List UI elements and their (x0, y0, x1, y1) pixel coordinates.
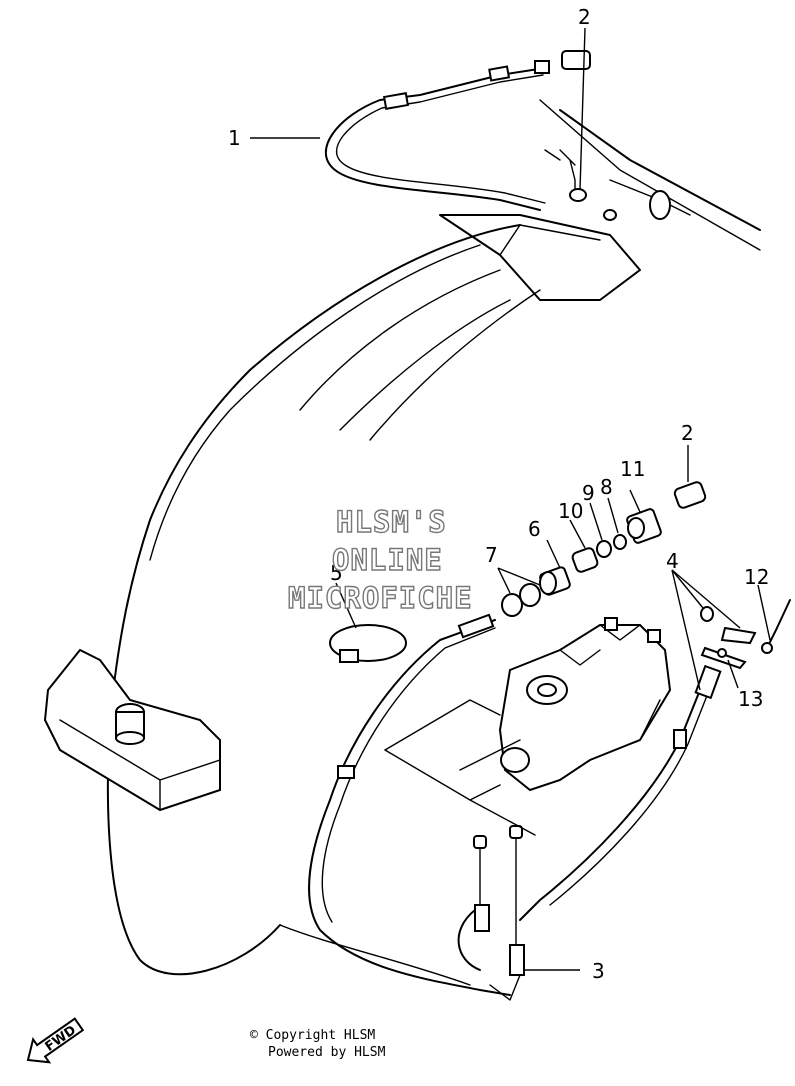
watermark-line-2: ONLINE (332, 543, 443, 577)
callout-9: 9 (582, 481, 595, 505)
steering-housing (384, 617, 672, 836)
cable-1 (324, 50, 591, 211)
small-parts (329, 149, 791, 670)
callout-5: 5 (330, 561, 343, 585)
cable-3 (308, 613, 722, 1001)
powered-by-text: Powered by HLSM (268, 1045, 386, 1060)
watermark: HLSM'S ONLINE MICROFICHE (287, 504, 473, 615)
hull-outline (106, 99, 761, 986)
carrier-bracket (43, 648, 221, 812)
callout-11: 11 (620, 457, 645, 481)
callout-7: 7 (485, 543, 498, 567)
callout-8: 8 (600, 475, 613, 499)
watermark-line-3: MICROFICHE (288, 581, 473, 615)
copyright-text: © Copyright HLSM (250, 1028, 376, 1043)
callout-12: 12 (744, 565, 769, 589)
callout-2-top: 2 (578, 5, 591, 29)
callout-numbers: 1 2 2 11 9 8 10 6 7 5 4 12 13 3 (228, 5, 769, 983)
callout-13: 13 (738, 687, 763, 711)
leader-lines (250, 27, 771, 971)
callout-4: 4 (666, 549, 679, 573)
callout-3: 3 (592, 959, 605, 983)
callout-10: 10 (558, 499, 583, 523)
watermark-line-1: HLSM'S (336, 505, 447, 539)
callout-2-mid: 2 (681, 421, 694, 445)
callout-6: 6 (528, 517, 541, 541)
callout-1: 1 (228, 126, 241, 150)
